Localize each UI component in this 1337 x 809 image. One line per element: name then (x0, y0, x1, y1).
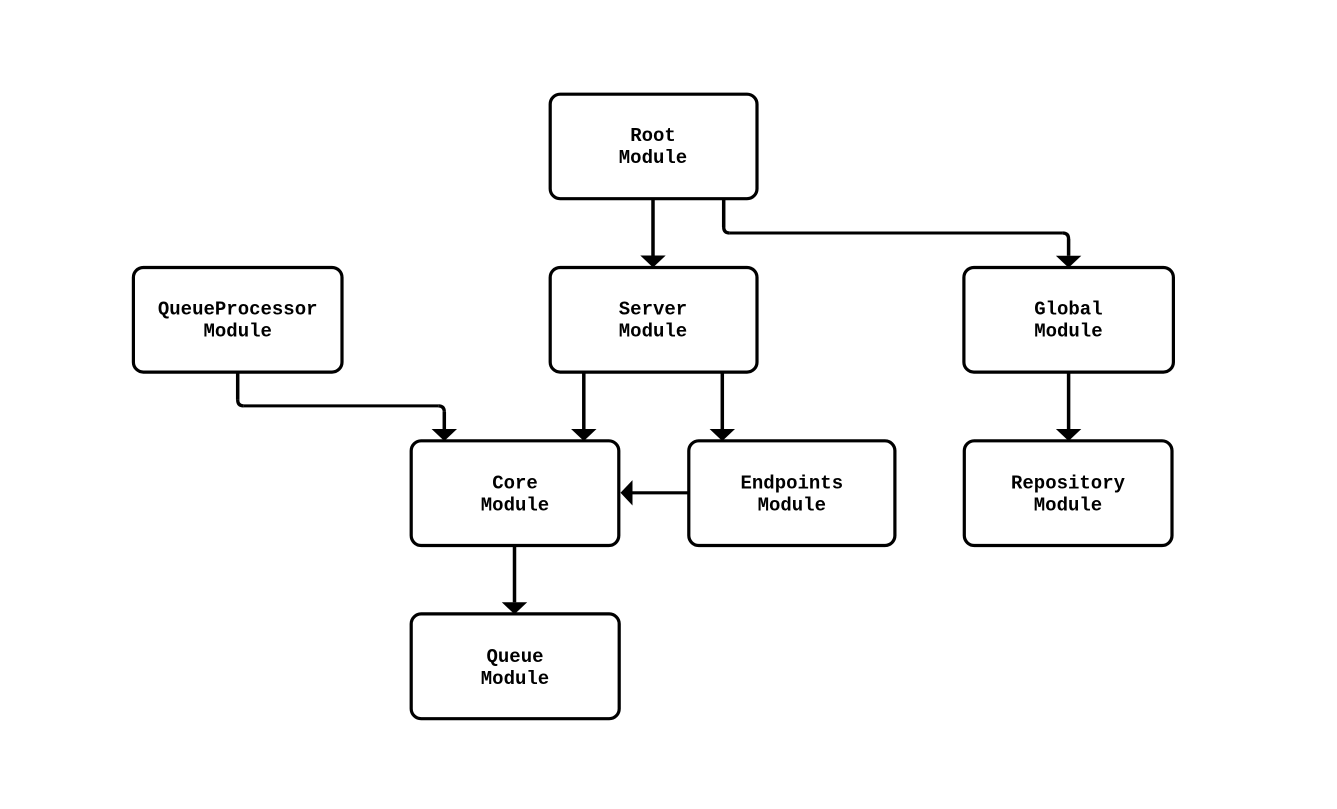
svg-text:RootModule: RootModule (619, 125, 687, 169)
svg-text:GlobalModule: GlobalModule (1034, 299, 1102, 343)
svg-text:CoreModule: CoreModule (481, 472, 549, 516)
svg-text:ServerModule: ServerModule (619, 299, 687, 343)
svg-text:EndpointsModule: EndpointsModule (740, 472, 843, 516)
svg-text:RepositoryModule: RepositoryModule (1011, 472, 1126, 516)
svg-text:QueueProcessorModule: QueueProcessorModule (158, 299, 318, 343)
svg-text:QueueModule: QueueModule (481, 646, 549, 690)
